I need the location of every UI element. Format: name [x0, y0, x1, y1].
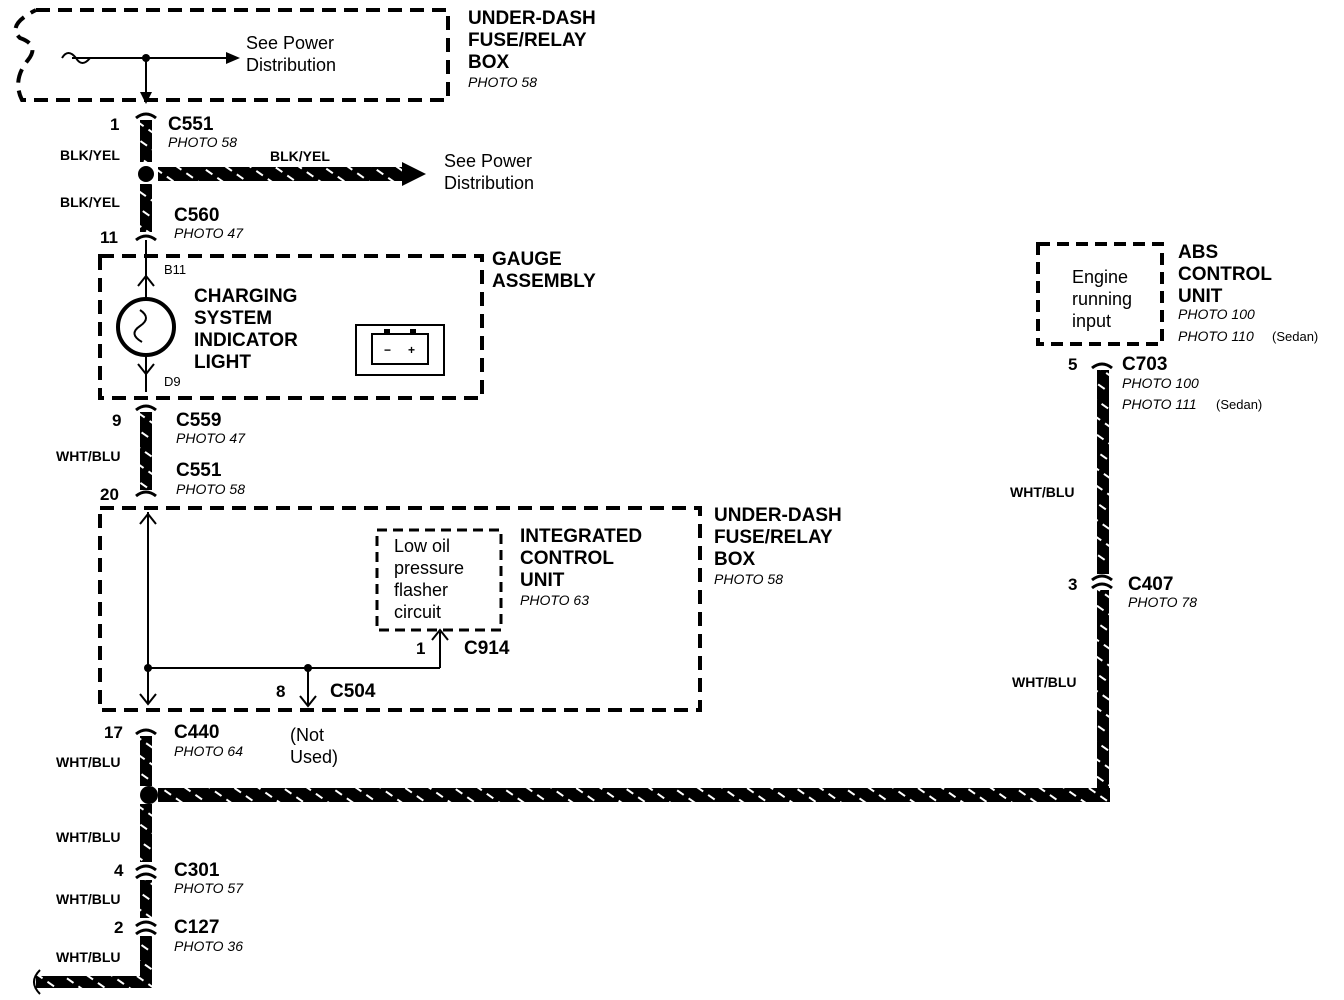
top-box-photo: PHOTO 58: [468, 74, 537, 90]
c703-photo-1: PHOTO 100: [1122, 375, 1199, 391]
c504-note-2: Used): [290, 747, 338, 767]
c560-pin: 11: [100, 228, 118, 247]
abs-photo-1: PHOTO 100: [1178, 306, 1255, 322]
c551-mid-pin: 20: [100, 485, 119, 504]
icu-photo: PHOTO 63: [520, 592, 589, 608]
c559-name: C559: [176, 410, 221, 431]
abs-box: [1036, 242, 1164, 346]
c703-name: C703: [1122, 354, 1167, 375]
wire-label-r1: WHT/BLU: [1010, 484, 1075, 500]
c440-name: C440: [174, 722, 219, 743]
branch-see-line1: See Power: [444, 151, 532, 171]
gauge-assembly-box: [98, 254, 484, 400]
gauge-title-1: GAUGE: [492, 249, 562, 270]
c914-pin: 1: [416, 639, 425, 658]
abs-photo-2-note: (Sedan): [1272, 329, 1318, 344]
icu-label-3: UNIT: [520, 570, 565, 591]
wire-label-wb4: WHT/BLU: [56, 891, 121, 907]
c551-mid-photo: PHOTO 58: [176, 481, 245, 497]
main-wire-middle: [135, 404, 157, 498]
abs-photo-2: PHOTO 110: [1178, 328, 1254, 344]
oil-line-1: Low oil: [394, 536, 450, 556]
icu-fuse-box: [98, 506, 702, 712]
cross-wire: [158, 788, 1110, 802]
splice-dot-top: [138, 166, 154, 182]
icu-label-2: CONTROL: [520, 548, 614, 569]
icu-box-title-3: BOX: [714, 549, 756, 570]
c440-pin: 17: [104, 723, 123, 742]
icu-label-1: INTEGRATED: [520, 526, 642, 547]
oil-line-3: flasher: [394, 580, 448, 600]
battery-icon: [355, 324, 445, 376]
c407-photo: PHOTO 78: [1128, 594, 1197, 610]
c504-pin: 8: [276, 682, 285, 701]
c703-photo-2: PHOTO 111: [1122, 396, 1197, 412]
gauge-pin-top: B11: [164, 262, 186, 277]
c560-name: C560: [174, 205, 219, 226]
oil-line-2: pressure: [394, 558, 464, 578]
splice-dot-bottom: [140, 786, 158, 804]
icu-box-photo: PHOTO 58: [714, 571, 783, 587]
battery-plus: +: [408, 343, 415, 357]
battery-minus: −: [384, 343, 391, 357]
top-see-line2: Distribution: [246, 55, 336, 75]
c504-name: C504: [330, 681, 376, 702]
engine-line-2: running: [1072, 289, 1132, 309]
abs-title-1: ABS: [1178, 242, 1218, 263]
top-box-title-2: FUSE/RELAY: [468, 30, 587, 51]
c301-pin: 4: [114, 861, 124, 880]
wire-label-wb5: WHT/BLU: [56, 949, 121, 965]
light-label-1: CHARGING: [194, 286, 297, 307]
c551-top-pin: 1: [110, 115, 119, 134]
c301-photo: PHOTO 57: [174, 880, 244, 896]
wire-label-wb3: WHT/BLU: [56, 829, 121, 845]
c551-top-photo: PHOTO 58: [168, 134, 237, 150]
light-label-3: INDICATOR: [194, 330, 298, 351]
wire-label-wb1: WHT/BLU: [56, 448, 121, 464]
c551-mid-name: C551: [176, 460, 222, 481]
wire-label-wb2: WHT/BLU: [56, 754, 121, 770]
c127-name: C127: [174, 917, 219, 938]
c301-name: C301: [174, 860, 220, 881]
main-wire-top: [135, 112, 426, 262]
gauge-title-2: ASSEMBLY: [492, 271, 596, 292]
gauge-pin-bottom: D9: [164, 374, 181, 389]
c127-pin: 2: [114, 918, 123, 937]
wire-label-branch: BLK/YEL: [270, 148, 330, 164]
c407-pin: 3: [1068, 575, 1077, 594]
c551-top-name: C551: [168, 114, 214, 135]
engine-line-1: Engine: [1072, 267, 1128, 287]
light-label-4: LIGHT: [194, 352, 251, 373]
wire-break-bottom: [33, 969, 41, 995]
main-wire-lower: [33, 728, 1110, 995]
c559-pin: 9: [112, 411, 121, 430]
c407-name: C407: [1128, 574, 1173, 595]
top-box-title-3: BOX: [468, 52, 510, 73]
wire-label-blk1: BLK/YEL: [60, 147, 120, 163]
abs-side: [1036, 242, 1164, 802]
top-see-line1: See Power: [246, 33, 334, 53]
c440-photo: PHOTO 64: [174, 743, 243, 759]
icu-box-title-2: FUSE/RELAY: [714, 527, 833, 548]
c914-name: C914: [464, 638, 510, 659]
oil-line-4: circuit: [394, 602, 441, 622]
c127-photo: PHOTO 36: [174, 938, 243, 954]
c559-photo: PHOTO 47: [176, 430, 246, 446]
indicator-bulb-icon: [116, 297, 176, 357]
c703-pin: 5: [1068, 355, 1077, 374]
abs-title-2: CONTROL: [1178, 264, 1272, 285]
top-fuse-box: [13, 8, 450, 104]
icu-box-title-1: UNDER-DASH: [714, 505, 842, 526]
branch-see-line2: Distribution: [444, 173, 534, 193]
c560-photo: PHOTO 47: [174, 225, 244, 241]
abs-title-3: UNIT: [1178, 286, 1223, 307]
wire-label-blk2: BLK/YEL: [60, 194, 120, 210]
c504-note-1: (Not: [290, 725, 324, 745]
wire-label-r2: WHT/BLU: [1012, 674, 1077, 690]
engine-line-3: input: [1072, 311, 1111, 331]
top-box-title-1: UNDER-DASH: [468, 8, 596, 29]
c703-photo-2-note: (Sedan): [1216, 397, 1262, 412]
light-label-2: SYSTEM: [194, 308, 272, 329]
